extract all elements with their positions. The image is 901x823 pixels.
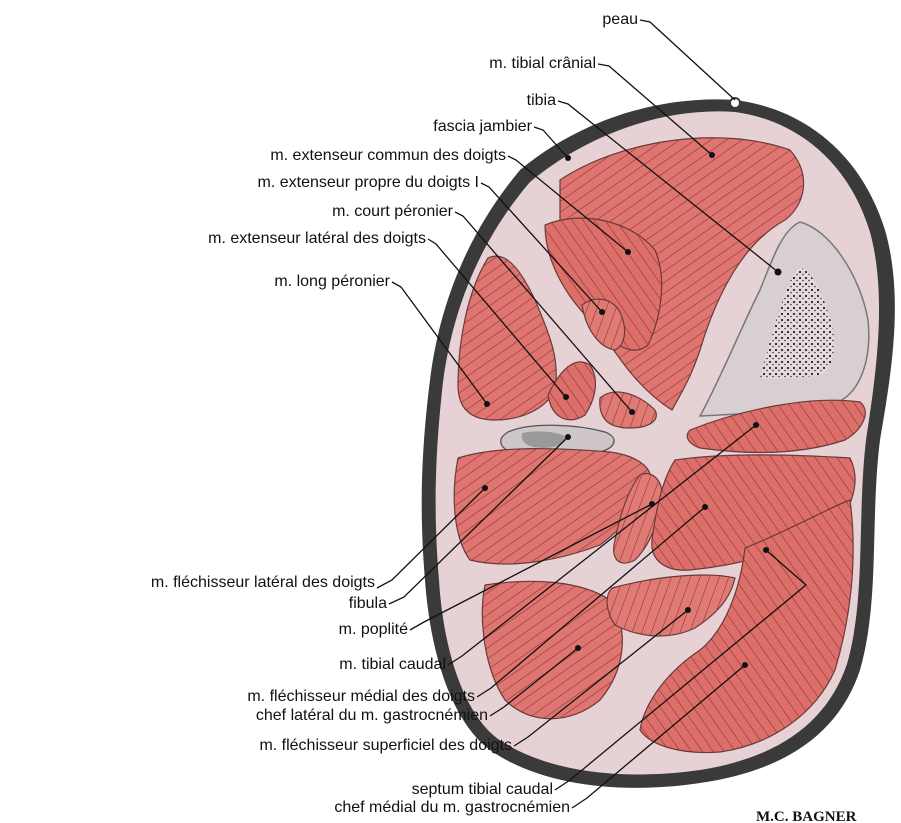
label-septum: septum tibial caudal bbox=[412, 781, 553, 798]
label-court-peronier: m. court péronier bbox=[332, 203, 454, 220]
artist-signature: M.C. BAGNER bbox=[756, 809, 857, 823]
label-tibial-cranial: m. tibial crânial bbox=[489, 55, 596, 72]
label-tibia: tibia bbox=[527, 92, 556, 109]
label-fascia: fascia jambier bbox=[433, 118, 532, 135]
label-ext-propre: m. extenseur propre du doigts I bbox=[258, 174, 479, 191]
label-long-peronier: m. long péronier bbox=[274, 273, 390, 290]
label-tibial-caudal: m. tibial caudal bbox=[339, 656, 446, 673]
label-gastro-medial: chef médial du m. gastrocnémien bbox=[334, 799, 570, 816]
label-ext-lateral: m. extenseur latéral des doigts bbox=[208, 230, 426, 247]
label-flech-medial: m. fléchisseur médial des doigts bbox=[247, 688, 475, 705]
label-ext-commun: m. extenseur commun des doigts bbox=[270, 147, 506, 164]
label-poplite: m. poplité bbox=[339, 621, 408, 638]
label-gastro-lateral: chef latéral du m. gastrocnémien bbox=[256, 707, 488, 724]
label-flech-lateral: m. fléchisseur latéral des doigts bbox=[151, 574, 375, 591]
lateral-gastrocnemius-muscle bbox=[482, 581, 622, 718]
label-flech-superficiel: m. fléchisseur superficiel des doigts bbox=[259, 737, 512, 754]
label-fibula: fibula bbox=[349, 595, 387, 612]
label-peau: peau bbox=[602, 11, 638, 28]
